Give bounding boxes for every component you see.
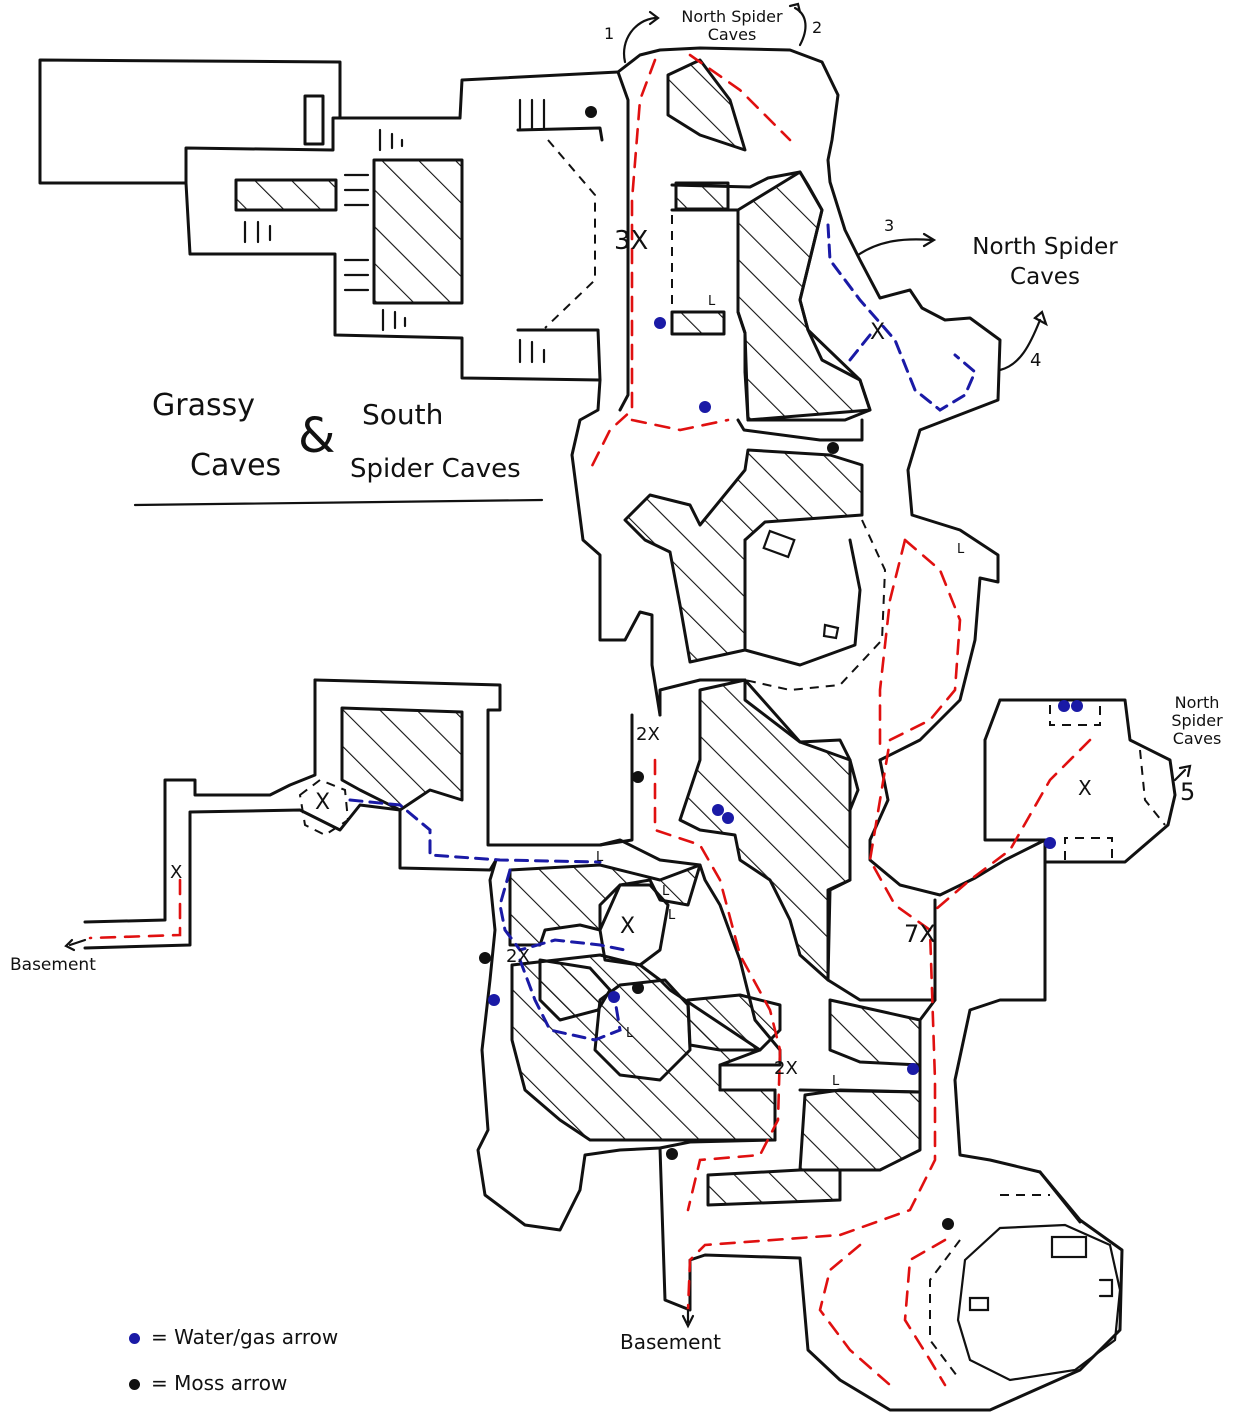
central-cavern xyxy=(598,448,937,1002)
lever-marker-2: L xyxy=(957,542,965,557)
exit-north-right: North Spider Caves xyxy=(972,234,1118,290)
marker-2x-south: 2X xyxy=(774,1058,798,1079)
lever-marker-1: L xyxy=(708,294,716,309)
exit-number-5: 5 xyxy=(1180,778,1196,806)
lever-marker-7: L xyxy=(626,1026,634,1041)
lever-marker-6: L xyxy=(832,1074,840,1089)
exit-basement-south: Basement xyxy=(620,1330,722,1354)
marker-2x-north: 2X xyxy=(636,724,660,745)
moss-arrow-dots xyxy=(479,106,954,1230)
lever-marker-3: L xyxy=(596,850,604,865)
legend-moss-label: = Moss arrow xyxy=(151,1371,288,1395)
exit-north-top: North Spider Caves xyxy=(681,7,783,44)
exit-number-2: 2 xyxy=(812,18,823,37)
title-caves: Caves xyxy=(190,448,282,483)
exit-basement-west: Basement xyxy=(10,955,96,975)
water-gas-dot-icon xyxy=(129,1333,140,1344)
southwest-complex xyxy=(476,838,782,1232)
marker-x-passage: X xyxy=(170,862,183,883)
moss-dot-icon xyxy=(129,1379,140,1390)
legend: = Water/gas arrow = Moss arrow xyxy=(125,1325,425,1405)
title-south: South xyxy=(362,398,444,431)
lever-marker-4: L xyxy=(662,884,670,899)
marker-x-west: X xyxy=(315,790,331,815)
water-gas-arrow-dots xyxy=(488,317,1083,1075)
exit-north-east: North Spider Caves xyxy=(1171,693,1223,748)
west-passage xyxy=(83,678,602,950)
exit-number-3: 3 xyxy=(884,216,895,235)
marker-2x-west: 2X xyxy=(506,946,530,967)
exit-arrows xyxy=(64,2,1192,1329)
title-spider-caves: Spider Caves xyxy=(350,454,521,484)
southeast-room xyxy=(658,998,1124,1412)
red-route-paths xyxy=(88,53,1092,1387)
north-central-cave xyxy=(570,46,1002,762)
marker-x-north: X xyxy=(870,320,886,345)
lever-marker-5: L xyxy=(668,908,676,923)
legend-water-gas-label: = Water/gas arrow xyxy=(151,1325,339,1349)
marker-7x: 7X xyxy=(904,920,936,948)
exit-number-4: 4 xyxy=(1030,350,1042,371)
marker-x-east: X xyxy=(1078,776,1092,800)
east-cavern xyxy=(868,698,1177,1174)
blue-route-paths xyxy=(348,223,977,1042)
exit-number-1: 1 xyxy=(604,24,615,43)
title-ampersand: & xyxy=(298,408,336,464)
marker-3x: 3X xyxy=(614,226,649,256)
title-grassy: Grassy xyxy=(152,388,255,423)
title-underline xyxy=(133,498,544,507)
west-building xyxy=(38,58,620,382)
marker-x-inner: X xyxy=(620,914,636,939)
